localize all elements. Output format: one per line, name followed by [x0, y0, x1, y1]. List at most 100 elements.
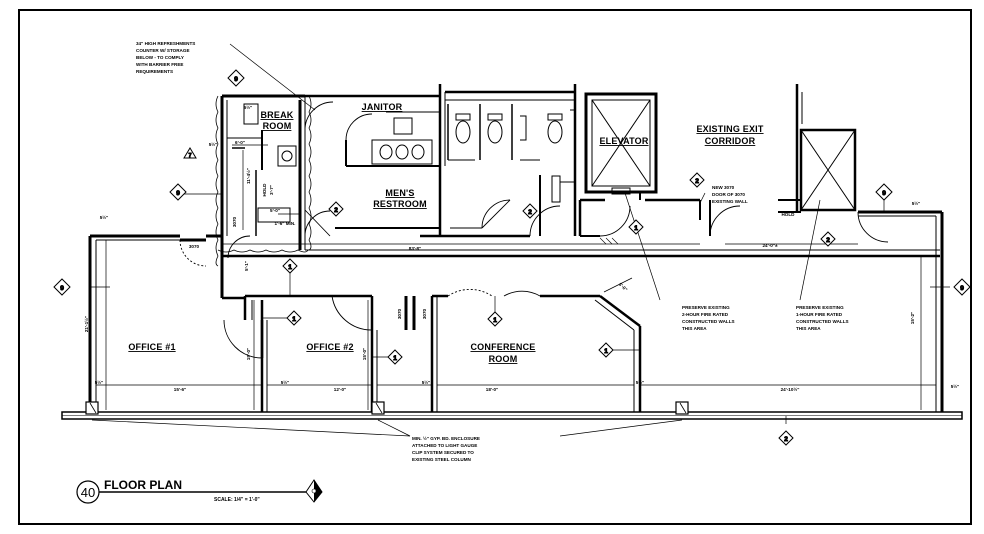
svg-text:9: 9	[234, 76, 238, 83]
counter-note-5: REQUIREMENTS	[136, 69, 173, 74]
tag-1: 1	[598, 342, 614, 358]
drawing-notes: 34" HIGH REFRESHMENTS COUNTER W/ STORAGE…	[136, 41, 849, 462]
drawing-title: 40 FLOOR PLAN SCALE: 1/4" = 1'-0"	[76, 478, 323, 504]
counter-note-3: BELOW - TO COMPLY	[136, 55, 184, 60]
dimension-lines	[96, 144, 936, 410]
mens-restroom-label-2: RESTROOM	[373, 199, 427, 209]
svg-text:1: 1	[288, 264, 292, 271]
dim-wall-6: 5½"	[912, 200, 921, 206]
room-labels: BREAK ROOM JANITOR MEN'S RESTROOM ELEVAT…	[128, 102, 763, 364]
dim-break-depth: 11'-4½"	[245, 168, 251, 184]
svg-text:7: 7	[188, 153, 191, 159]
office2-label: OFFICE #2	[306, 342, 353, 352]
dim-wall-2: 5½"	[281, 379, 290, 385]
tag-2: 2	[328, 201, 344, 217]
dim-wall-9: 5½"	[244, 104, 253, 110]
dim-breakroom-side: 5'-1"	[244, 261, 249, 271]
new-door-note-1: NEW 3070	[712, 185, 735, 190]
dim-office2-width: 12'-0"	[334, 387, 346, 392]
dim-corridor: 83'-8"	[409, 246, 421, 251]
walls	[88, 84, 944, 414]
doors	[179, 101, 889, 359]
new-door-note-2: DOOR OF 3070	[712, 192, 745, 197]
tag-2: 2	[820, 231, 836, 247]
drawing-name: FLOOR PLAN	[104, 478, 182, 492]
dim-wall-5: 5½"	[951, 383, 960, 389]
door-tag-breakroom: 3070	[232, 216, 237, 227]
column-note-1: MIN. ½" GYP. BD. ENCLOSURE	[412, 435, 480, 441]
svg-text:2: 2	[695, 178, 699, 185]
dim-office1-depth: 15'-0"	[246, 348, 251, 360]
dim-wall-7: 5½"	[100, 214, 109, 220]
dim-angled-wall: 6'-0"	[618, 282, 629, 293]
janitor-label: JANITOR	[362, 102, 403, 112]
exterior-wall	[61, 401, 963, 420]
dim-wall-3: 5½"	[422, 379, 431, 385]
tag-9: 9	[169, 183, 187, 201]
svg-text:2: 2	[334, 207, 338, 214]
break-room-label-1: BREAK	[260, 110, 293, 120]
counter-note-1: 34" HIGH REFRESHMENTS	[136, 41, 195, 46]
door-tag-conference: 3070	[422, 308, 427, 319]
tag-2: 2	[689, 172, 705, 188]
dim-hold-1: HOLD	[262, 183, 267, 197]
column-note-4: EXISTING STEEL COLUMN	[412, 457, 472, 462]
tag-9: 9	[875, 183, 893, 201]
dim-counter-min: 1'-6" MIN.	[275, 221, 296, 226]
dim-east-depth: 15'-2"	[910, 312, 915, 324]
tag-1: 1	[628, 219, 644, 235]
conference-label-1: CONFERENCE	[470, 342, 535, 352]
preserve2-note-4: THIS AREA	[796, 326, 821, 331]
preserve1-note-1: PRESERVE EXISTING	[682, 305, 730, 310]
tag-1: 1	[387, 349, 403, 365]
counter-note-2: COUNTER W/ STORAGE	[136, 48, 190, 53]
preserve2-note-1: PRESERVE EXISTING	[796, 305, 844, 310]
preserve1-note-4: THIS AREA	[682, 326, 707, 331]
tag-7: 7	[183, 147, 197, 160]
dim-wall-8: 5½"	[209, 141, 218, 147]
sheet-border	[18, 9, 972, 525]
tag-9: 9	[953, 278, 971, 296]
dim-office1-width: 15'-6"	[174, 387, 186, 392]
svg-text:1: 1	[634, 225, 638, 232]
tag-2: 2	[522, 203, 538, 219]
tag-9: 9	[53, 278, 71, 296]
fixtures	[243, 99, 856, 245]
svg-text:2: 2	[528, 209, 532, 216]
svg-text:9: 9	[960, 285, 964, 292]
dim-hold-2: HOLD	[781, 212, 795, 217]
revision-cloud	[215, 95, 312, 267]
preserve2-note-3: CONSTRUCTED WALLS	[796, 319, 849, 324]
preserve2-note-2: 1-HOUR FIRE RATED	[796, 312, 843, 317]
svg-text:9: 9	[882, 190, 886, 197]
drawing-scale: SCALE: 1/4" = 1'-0"	[214, 497, 260, 503]
svg-text:9: 9	[176, 190, 180, 197]
note-leaders	[90, 43, 950, 437]
dim-office-depth: 21'-1½"	[83, 316, 89, 332]
column-note-2: ATTACHED TO LIGHT GAUGE	[412, 443, 477, 448]
door-tag-office2: 3070	[397, 308, 402, 319]
break-room-label-2: ROOM	[263, 121, 292, 131]
north-arrow-icon	[305, 479, 323, 503]
door-tag-corridor: 3070	[189, 244, 200, 249]
dim-counter-width: 5'-0"	[270, 208, 280, 213]
exit-corridor-label-2: CORRIDOR	[705, 136, 756, 146]
svg-text:2: 2	[826, 237, 830, 244]
preserve1-note-3: CONSTRUCTED WALLS	[682, 319, 735, 324]
preserve1-note-2: 2-HOUR FIRE RATED	[682, 312, 729, 317]
dim-east-width: 24'-10½"	[781, 386, 800, 392]
drawing-number: 40	[81, 485, 95, 500]
office1-label: OFFICE #1	[128, 342, 175, 352]
exit-corridor-label-1: EXISTING EXIT	[696, 124, 763, 134]
tag-2: 2	[778, 430, 794, 446]
dim-wall-4: 5½"	[636, 379, 645, 385]
dim-office2-depth: 15'-0"	[362, 348, 367, 360]
tag-9: 9	[227, 69, 245, 87]
conference-label-2: ROOM	[489, 354, 518, 364]
dim-corridor-right: 24'-0"±	[763, 243, 778, 248]
dimension-text: 83'-8" 24'-0"± 15'-6" 12'-0" 18'-0" 24'-…	[83, 104, 959, 392]
dim-break-width: 6'-0"	[235, 140, 245, 145]
dim-conference-width: 18'-0"	[486, 387, 498, 392]
elevator-label: ELEVATOR	[599, 136, 648, 146]
